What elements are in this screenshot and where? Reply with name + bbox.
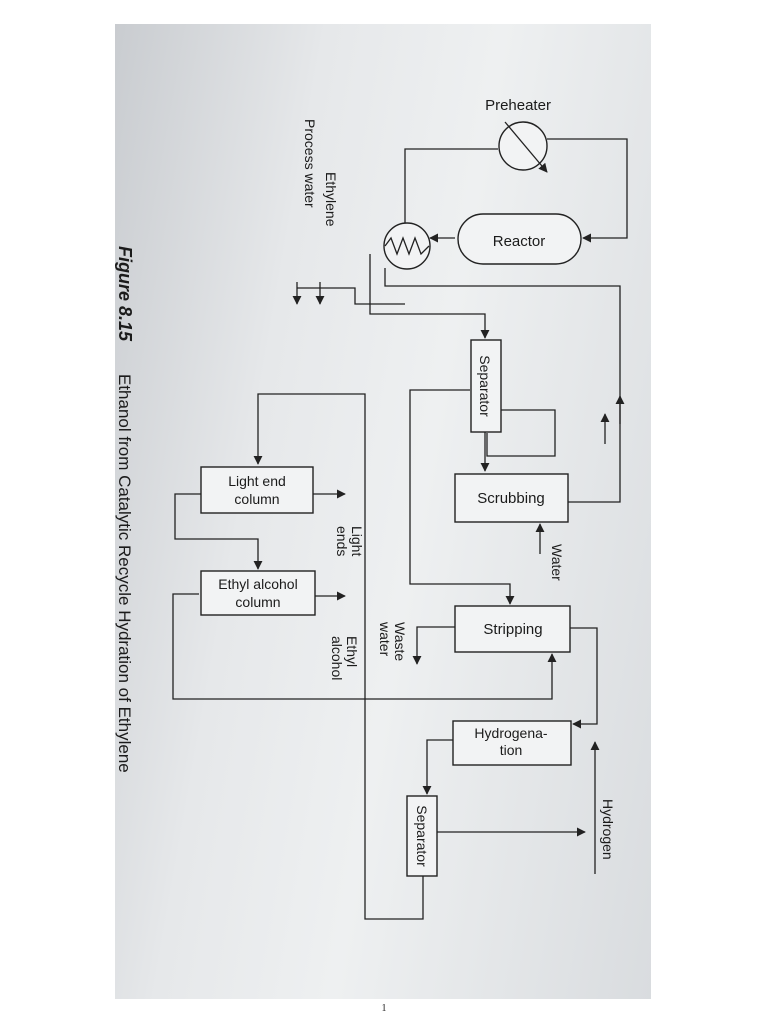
caption-number: Figure 8.15 bbox=[115, 246, 135, 342]
hydrogenation: Hydrogena- tion bbox=[452, 720, 572, 766]
separator-to-light-end-column bbox=[364, 699, 424, 920]
stream-label-waste-water-2: water bbox=[377, 621, 393, 657]
stream-label-hydrogen: Hydrogen bbox=[600, 799, 616, 860]
flow-lines bbox=[172, 138, 628, 920]
heat-exchanger bbox=[383, 222, 431, 270]
separator-1-label: Separator bbox=[477, 355, 493, 417]
stream-label-waste-water-1: Waste bbox=[392, 622, 408, 661]
light-end-column-label-1: Light end bbox=[228, 473, 286, 489]
page-number: 1 bbox=[381, 1003, 387, 1014]
light-end-column: Light end column bbox=[200, 466, 314, 514]
ethyl-alcohol-column-label-2: column bbox=[235, 594, 280, 610]
stream-label-process-water: Process water bbox=[302, 119, 318, 208]
hydrogenation-label-1: Hydrogena- bbox=[474, 725, 547, 741]
separator-2: Separator bbox=[406, 795, 438, 877]
main-product-line bbox=[253, 393, 366, 699]
separator-1: Separator bbox=[470, 339, 502, 433]
reactor: Reactor bbox=[457, 213, 582, 265]
stripping-waste-water bbox=[412, 626, 455, 665]
stream-label-ethyl-alcohol-1: Ethyl bbox=[344, 636, 360, 667]
stream-label-light-ends-2: ends bbox=[334, 526, 350, 556]
exchanger-coil-icon bbox=[384, 236, 430, 256]
stream-label-water: Water bbox=[549, 544, 565, 581]
exchanger-to-preheater bbox=[404, 148, 498, 239]
ethyl-alcohol-column: Ethyl alcohol column bbox=[200, 570, 316, 616]
hydrogenation-label-2: tion bbox=[500, 742, 523, 758]
light-end-column-label-2: column bbox=[234, 491, 279, 507]
stripping: Stripping bbox=[454, 605, 571, 653]
stream-label-light-ends-1: Light bbox=[349, 526, 365, 556]
scrubbing-recycle bbox=[384, 268, 621, 503]
separator-2-label: Separator bbox=[414, 805, 430, 867]
stream-label-ethylene: Ethylene bbox=[323, 172, 339, 227]
stream-label-ethyl-alcohol-2: alcohol bbox=[329, 636, 345, 680]
scrubbing-label: Scrubbing bbox=[477, 490, 545, 507]
alcohol-column-recycle bbox=[172, 593, 557, 700]
scrubbing: Scrubbing bbox=[454, 473, 569, 523]
hydrogenation-to-separator bbox=[422, 739, 453, 795]
figure-photo: Preheater Reactor Separator Scrubbing St… bbox=[115, 24, 651, 999]
light-end-to-alcohol-column bbox=[174, 493, 263, 570]
preheater-to-reactor bbox=[547, 138, 628, 243]
exchanger-to-separator bbox=[369, 254, 490, 339]
stripping-to-hydrogenation bbox=[570, 627, 598, 729]
reactor-label: Reactor bbox=[493, 233, 546, 250]
separator-to-stripping bbox=[409, 389, 515, 605]
preheater: Preheater bbox=[485, 97, 551, 173]
figure-caption: Figure 8.15 Ethanol from Catalytic Recyc… bbox=[115, 246, 135, 773]
caption-text: Ethanol from Catalytic Recycle Hydration… bbox=[115, 374, 134, 773]
ethyl-alcohol-column-label-1: Ethyl alcohol bbox=[218, 576, 297, 592]
preheater-label: Preheater bbox=[485, 97, 551, 114]
process-flow-diagram: Preheater Reactor Separator Scrubbing St… bbox=[115, 97, 628, 920]
stripping-label: Stripping bbox=[483, 621, 542, 638]
feed-header bbox=[297, 287, 405, 305]
